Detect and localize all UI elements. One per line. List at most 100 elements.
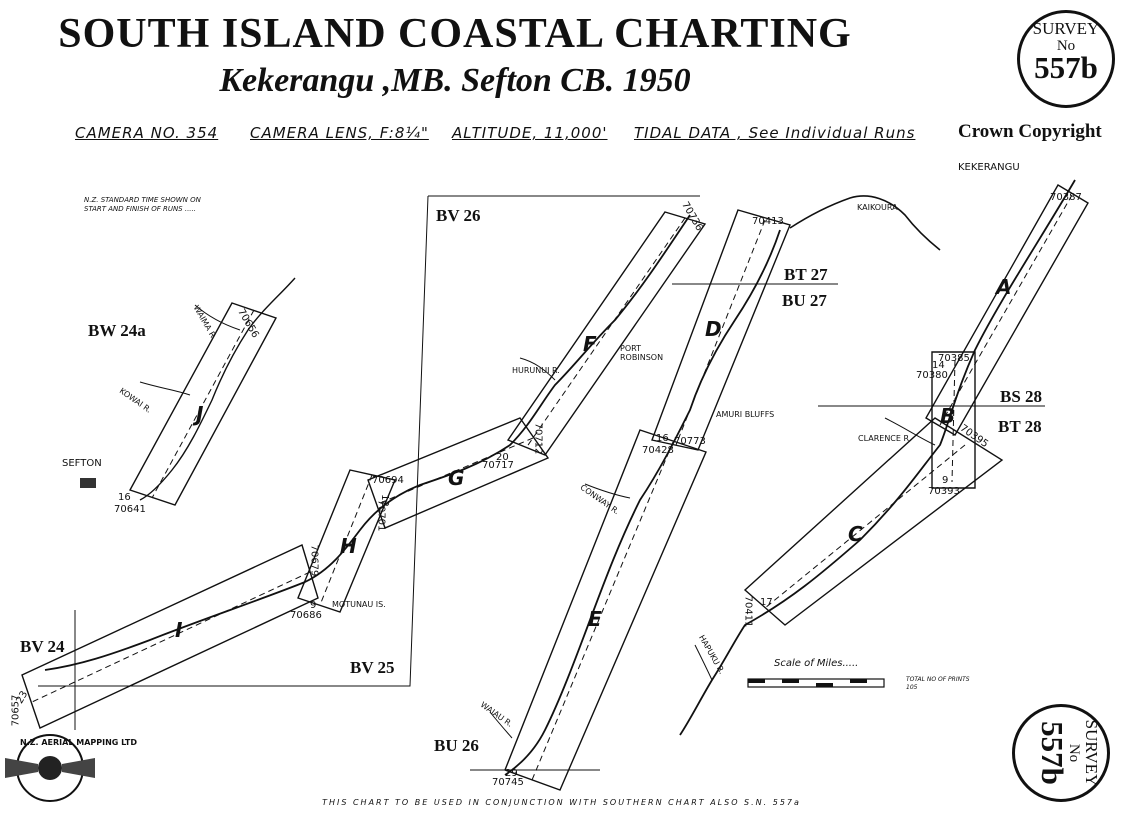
run-label-h: H: [340, 534, 357, 558]
place-clarence: CLARENCE R.: [858, 434, 912, 443]
run-label-d: D: [705, 317, 722, 341]
frame-70385: 70385: [938, 353, 970, 364]
tidal-data: TIDAL DATA , See Individual Runs: [634, 124, 916, 142]
chart-subtitle: Kekerangu ,MB. Sefton CB. 1950: [219, 62, 691, 99]
time-note-line: START AND FINISH OF RUNS .....: [84, 205, 196, 213]
frame-70380: 70380: [916, 370, 948, 381]
run-strip-c: [743, 417, 1004, 626]
crown-copyright: Crown Copyright: [958, 121, 1102, 142]
run-strip-e: [504, 429, 707, 791]
camera-number: CAMERA NO. 354: [75, 124, 219, 142]
frame-70393: 70393: [928, 486, 960, 497]
frame-count: 9: [310, 600, 317, 611]
run-label-b: B: [940, 404, 956, 428]
frame-70712: 70712: [532, 422, 544, 455]
frame-count: 9: [942, 475, 949, 486]
chart-title: SOUTH ISLAND COASTAL CHARTING: [58, 11, 852, 57]
block-boundary-bv25: [38, 195, 429, 687]
river: [489, 711, 513, 739]
river: [584, 483, 631, 499]
frame-count: 17: [760, 597, 773, 608]
flight-line: [675, 219, 766, 446]
sefton-marker: [80, 478, 96, 488]
block-label-bu27: BU 27: [782, 291, 827, 310]
frame-70686: 70686: [290, 610, 322, 621]
place-port-robinson: PORT ROBINSON: [620, 344, 664, 362]
block-label-bt28: BT 28: [998, 417, 1042, 436]
flight-line: [939, 194, 1073, 426]
river: [194, 304, 241, 331]
seal-survey-label: SURVEY: [1032, 19, 1100, 38]
frame-70387: 70387: [1050, 192, 1082, 203]
seal-no-label: No: [1056, 38, 1076, 54]
run-label-j: J: [196, 402, 204, 426]
frame-count: 14: [932, 360, 945, 371]
place-amuri-bluffs: AMURI BLUFFS: [716, 410, 775, 419]
place-hurunui: HURUNUI R.: [512, 366, 560, 375]
block-label-bv26: BV 26: [436, 206, 481, 225]
time-note: N.Z. STANDARD TIME SHOWN ON START AND FI…: [84, 196, 201, 214]
coastline: [44, 214, 691, 671]
frame-count: 16: [656, 433, 669, 444]
run-label-i: I: [175, 618, 183, 642]
place-kaikoura: KAIKOURA: [857, 203, 898, 212]
coastline: [679, 179, 1076, 736]
block-label-bs28: BS 28: [1000, 387, 1043, 406]
run-label-e: E: [588, 607, 602, 631]
flight-line: [531, 441, 674, 781]
frame-70428: 70428: [642, 445, 674, 456]
run-strip-h: [297, 469, 396, 613]
flight-line: [764, 444, 966, 609]
run-strip-a: [925, 184, 1089, 436]
run-strip-g: [367, 417, 550, 529]
flight-line: [319, 474, 373, 606]
frame-70694: 70694: [372, 475, 404, 486]
place-sefton: SEFTON: [62, 458, 102, 469]
frame-count: 12: [378, 494, 390, 507]
frame-70679: 70679: [308, 544, 320, 577]
frame-count: 29: [505, 768, 518, 779]
run-label-a: A: [996, 275, 1012, 299]
place-motunau: MOTUNAU IS.: [332, 600, 386, 609]
run-label-c: C: [848, 522, 863, 546]
run-strip-b: [931, 351, 976, 489]
river: [884, 417, 936, 446]
flight-line: [151, 309, 255, 499]
coastline: [139, 277, 296, 501]
block-label-bw24a: BW 24a: [88, 321, 146, 340]
river: [694, 644, 713, 681]
place-kekerangu: KEKERANGU: [958, 162, 1020, 173]
block-label-bu26: BU 26: [434, 736, 479, 755]
survey-seal-top: SURVEY No 557b: [1017, 10, 1115, 108]
nz-aerial-mapping-logo: [5, 734, 95, 802]
time-note-line: N.Z. STANDARD TIME SHOWN ON: [84, 196, 201, 204]
frame-count: 20: [496, 452, 509, 463]
frame-70717: 70717: [482, 460, 514, 471]
logo-text: N.Z. AERIAL MAPPING LTD: [20, 738, 137, 747]
run-label-g: G: [448, 466, 465, 490]
total-prints: TOTAL NO OF PRINTS 105: [906, 676, 970, 691]
flight-line: [525, 217, 686, 449]
chart-footer-note: THIS CHART TO BE USED IN CONJUNCTION WIT…: [322, 798, 801, 807]
camera-lens: CAMERA LENS, F:8¼": [250, 124, 429, 142]
flight-line: [377, 437, 534, 505]
run-strip-i: [21, 544, 319, 729]
river: [139, 381, 191, 396]
frame-70641: 70641: [114, 504, 146, 515]
frame-70745: 70745: [492, 777, 524, 788]
block-label-bv25: BV 25: [350, 658, 395, 677]
flight-line: [31, 571, 311, 703]
river: [519, 357, 556, 381]
altitude: ALTITUDE, 11,000': [452, 124, 608, 142]
run-strip-f: [506, 211, 707, 456]
block-label-bv24: BV 24: [20, 637, 65, 656]
flight-line: [951, 359, 956, 483]
frame-count: 16: [118, 492, 131, 503]
block-label-bt27: BT 27: [784, 265, 828, 284]
coastline: [789, 195, 941, 251]
frame-70773: 70773: [674, 436, 706, 447]
frame-70411: 70411: [742, 595, 754, 628]
frame-70413: 70413: [752, 216, 784, 227]
seal-number: 557b: [1034, 50, 1098, 85]
